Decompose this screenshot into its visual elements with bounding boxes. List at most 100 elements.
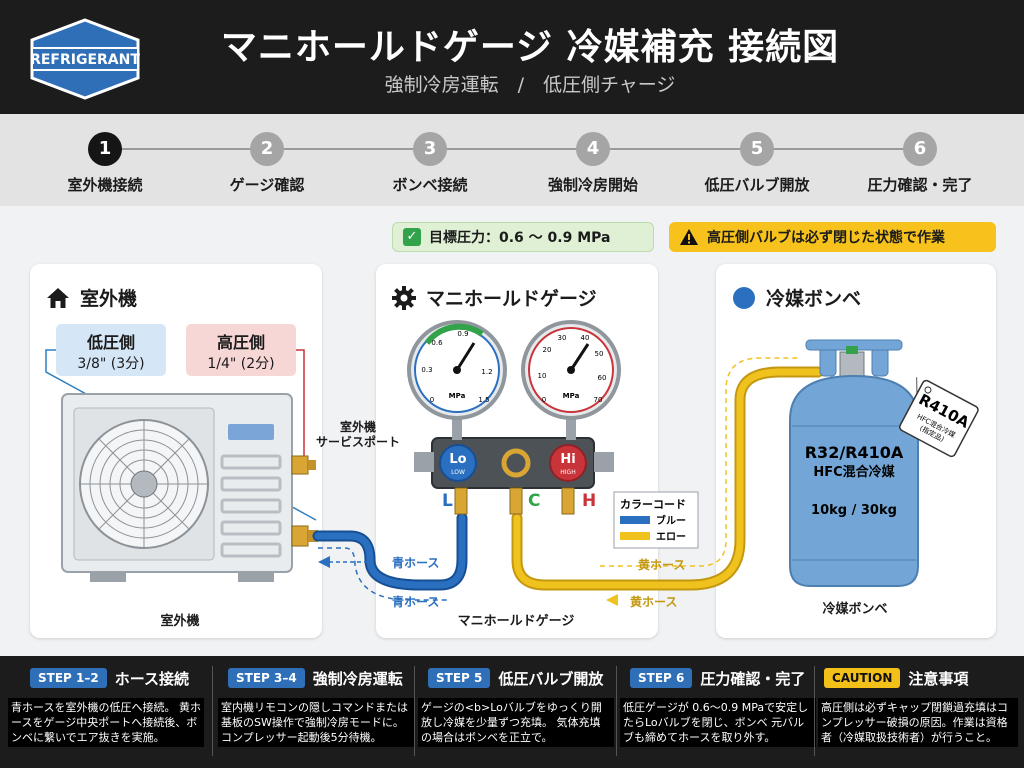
low-side-size: 3/8" (3分) <box>77 356 145 372</box>
step-bar <box>0 114 1024 206</box>
blue-hose-label-2: 青ホース <box>392 595 440 609</box>
svg-text:10: 10 <box>538 372 547 380</box>
hi-gauge-stem <box>566 406 576 440</box>
instruction-caution: CAUTION 注意事項 高圧側は必ずキャップ閉鎖過充填はコンプレッサー破損の原… <box>818 664 1018 747</box>
svg-text:30: 30 <box>558 334 567 342</box>
step-label: 強制冷房開始 <box>547 176 638 194</box>
cylinder-type: R32/R410A <box>805 443 904 462</box>
port-h-label: H <box>582 491 596 511</box>
svg-text:20: 20 <box>543 346 552 354</box>
instruction-title: 強制冷房運転 <box>312 669 403 688</box>
step-1: 1 室外機接続 <box>20 132 190 195</box>
port-c-label: C <box>528 491 540 511</box>
instruction-body: 低圧ゲージが 0.6〜0.9 MPaで安定したらLoバルブを閉じ、ボンベ 元バル… <box>620 698 816 747</box>
svg-text:1.5: 1.5 <box>478 396 489 404</box>
hi-knob-sublabel: HIGH <box>560 469 575 476</box>
color-code-title: カラーコード <box>620 498 686 511</box>
outdoor-panel-title: 室外機 <box>46 284 137 311</box>
caution-badge: CAUTION <box>824 668 901 688</box>
cylinder-panel-title: 冷媒ボンベ <box>732 284 861 311</box>
color-code-yellow: エロー <box>656 532 686 543</box>
service-port-label: 室外機 サービスポート <box>316 420 401 449</box>
step-number: 1 <box>88 132 122 166</box>
step-badge: STEP 6 <box>630 668 693 688</box>
instruction-body: ゲージの<b>Loバルブをゆっくり開放し冷媒を少量ずつ充填。 気体充填の場合はボ… <box>418 698 614 747</box>
step-connector-line <box>104 148 920 150</box>
instruction-body: 高圧側は必ずキャップ閉鎖過充填はコンプレッサー破損の原因。作業は資格者（冷媒取扱… <box>818 698 1018 747</box>
blue-flow-dashed <box>318 547 450 601</box>
manifold-title-text: マニホールドゲージ <box>426 288 597 310</box>
svg-text:50: 50 <box>595 350 604 358</box>
manifold-body: Lo LOW Hi HIGH <box>414 437 614 515</box>
blue-hose <box>312 512 468 591</box>
step-number: 4 <box>576 132 610 166</box>
refrigerant-logo: REFRIGERANT <box>30 18 140 100</box>
step-label: ゲージ確認 <box>229 176 305 194</box>
check-icon: ✓ <box>403 228 421 246</box>
cylinder-caption: 冷媒ボンベ <box>822 602 888 617</box>
step-3: 3 ボンベ接続 <box>345 132 515 195</box>
step-number: 6 <box>903 132 937 166</box>
target-pressure-note: ✓ 目標圧力：0.6 〜 0.9 MPa <box>392 222 654 252</box>
footer-divider <box>616 666 617 756</box>
gear-icon <box>392 285 416 310</box>
port-l-label: L <box>442 491 453 511</box>
instruction-step-6: STEP 6 圧力確認・完了 低圧ゲージが 0.6〜0.9 MPaで安定したらL… <box>620 664 816 747</box>
step-4: 4 強制冷房開始 <box>508 132 678 195</box>
step-label: ボンベ接続 <box>392 176 468 194</box>
step-5: 5 低圧バルブ開放 <box>672 132 842 195</box>
outdoor-caption: 室外機 <box>160 614 200 629</box>
cylinder-desc: HFC混合冷媒 <box>813 464 895 480</box>
color-code-legend: カラーコード ブルー エロー <box>613 491 699 549</box>
step-badge: STEP 5 <box>428 668 491 688</box>
page-title: マニホールドゲージ 冷媒補充 接続図 <box>220 27 840 68</box>
step-number: 5 <box>740 132 774 166</box>
logo-text: REFRIGERANT <box>30 52 140 68</box>
instruction-title: 低圧バルブ開放 <box>498 669 604 688</box>
page-subtitle: 強制冷房運転 / 低圧側チャージ <box>384 74 676 96</box>
step-badge: STEP 1–2 <box>30 668 107 688</box>
instruction-step-3-4: STEP 3–4 強制冷房運転 室内機リモコンの隠しコマンドまたは基板のSW操作… <box>218 664 414 747</box>
footer-divider <box>212 666 213 756</box>
step-badge: STEP 3–4 <box>228 668 305 688</box>
low-side-tag: 低圧側 3/8" (3分) <box>56 324 166 376</box>
hi-knob-label: Hi <box>560 452 575 467</box>
svg-text:40: 40 <box>581 334 590 342</box>
outdoor-unit-illustration <box>61 393 293 582</box>
home-icon <box>47 287 69 308</box>
cylinder-title-text: 冷媒ボンベ <box>766 288 862 310</box>
instruction-title: ホース接続 <box>114 669 189 688</box>
footer-divider <box>414 666 415 756</box>
svg-text:60: 60 <box>598 374 607 382</box>
lo-knob-sublabel: LOW <box>451 469 465 476</box>
target-pressure-text: 目標圧力：0.6 〜 0.9 MPa <box>429 230 611 246</box>
step-2: 2 ゲージ確認 <box>182 132 352 195</box>
instruction-step-1-2: STEP 1–2 ホース接続 青ホースを室外機の低圧へ接続。 黄ホースをゲージ中… <box>8 664 204 747</box>
yellow-hose-label-1: 黄ホース <box>638 558 686 572</box>
high-side-size: 1/4" (2分) <box>207 356 275 372</box>
instruction-body: 室内機リモコンの隠しコマンドまたは基板のSW操作で強制冷房モードに。コンプレッサ… <box>218 698 414 747</box>
blue-hose-label-1: 青ホース <box>392 556 440 570</box>
cylinder-tag: R410A HFC混合冷媒(指定品) <box>899 377 979 458</box>
step-label: 室外機接続 <box>67 176 143 194</box>
step-label: 低圧バルブ開放 <box>704 176 810 194</box>
manifold-panel-title: マニホールドゲージ <box>392 284 597 311</box>
instruction-step-5: STEP 5 低圧バルブ開放 ゲージの<b>Loバルブをゆっくり開放し冷媒を少量… <box>418 664 614 747</box>
warning-text: 高圧側バルブは必ず閉じた状態で作業 <box>707 230 945 246</box>
instruction-title: 圧力確認・完了 <box>700 669 806 688</box>
instruction-title: 注意事項 <box>908 669 969 688</box>
svg-text:0.6: 0.6 <box>431 339 443 347</box>
manifold-caption: マニホールドゲージ <box>457 614 575 629</box>
step-label: 圧力確認・完了 <box>867 176 973 194</box>
svg-text:70: 70 <box>594 396 603 404</box>
outdoor-title-text: 室外機 <box>80 288 138 310</box>
svg-text:0.9: 0.9 <box>457 330 468 338</box>
lo-gauge-stem <box>452 406 462 440</box>
yellow-flow-dashed <box>600 357 800 567</box>
svg-text:0: 0 <box>430 396 434 404</box>
warning-icon <box>680 229 698 245</box>
instruction-body: 青ホースを室外機の低圧へ接続。 黄ホースをゲージ中央ポートへ接続後、ボンベに繋い… <box>8 698 204 747</box>
lo-gauge-unit: MPa <box>449 392 466 400</box>
hi-gauge-unit: MPa <box>563 392 580 400</box>
